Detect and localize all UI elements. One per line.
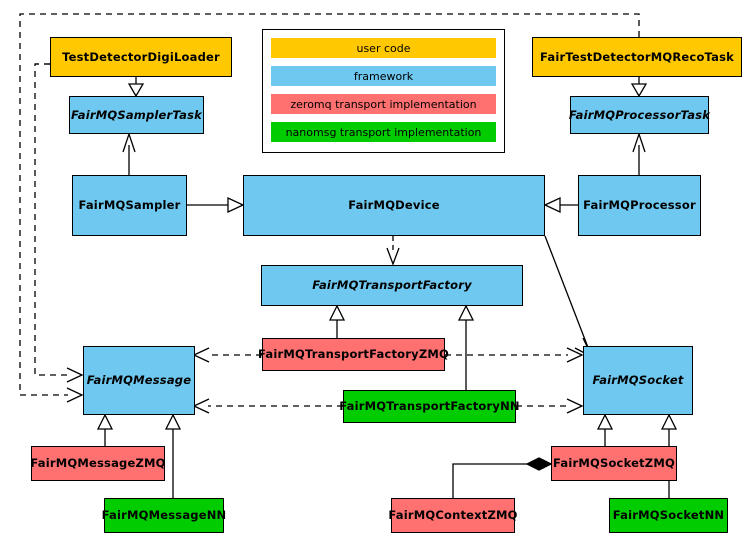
node-label: FairMQTransportFactory (312, 278, 472, 293)
edge-tfzmq-to-socket (445, 347, 584, 363)
edge-processor-to-device (543, 196, 578, 214)
node-label: FairMQProcessorTask (568, 107, 711, 122)
node-label: FairMQSampler (78, 198, 181, 213)
edge-recotask-to-message (19, 13, 640, 403)
edge-digiloader-to-samplertask (127, 77, 145, 98)
legend-label: user code (356, 41, 411, 55)
node-label: FairMQMessage (86, 373, 192, 388)
node-fairmq-socket-nn[interactable]: FairMQSocketNN (609, 498, 728, 533)
node-label: FairMQSamplerTask (71, 107, 202, 122)
node-fairmq-device[interactable]: FairMQDevice (243, 175, 545, 236)
node-label: FairMQMessageNN (101, 508, 227, 523)
node-fairmq-message-nn[interactable]: FairMQMessageNN (101, 498, 227, 533)
legend-item-nanomsg: nanomsg transport implementation (271, 122, 496, 142)
edge-tfzmq-to-transportfactory (328, 304, 346, 338)
node-label: FairMQSocket (592, 373, 684, 388)
node-fairmq-sampler-task[interactable]: FairMQSamplerTask (69, 96, 204, 134)
node-test-detector-digi-loader[interactable]: TestDetectorDigiLoader (50, 37, 232, 77)
edge-socketzmq-to-socket (596, 413, 614, 446)
edge-sampler-to-device (187, 196, 245, 214)
node-fairmq-message[interactable]: FairMQMessage (83, 346, 195, 415)
node-label: FairTestDetectorMQRecoTask (540, 49, 734, 64)
edge-device-to-transportfactory (386, 236, 400, 266)
legend: user code framework zeromq transport imp… (262, 29, 505, 153)
node-label: FairMQTransportFactoryZMQ (258, 347, 450, 362)
node-label: TestDetectorDigiLoader (62, 49, 220, 64)
edge-device-to-socket (544, 235, 594, 359)
node-label: FairMQProcessor (583, 198, 696, 213)
node-fairmq-sampler[interactable]: FairMQSampler (72, 175, 187, 236)
legend-item-zeromq: zeromq transport implementation (271, 94, 496, 114)
node-label: FairMQContextZMQ (388, 508, 518, 523)
edge-recotask-to-processortask (630, 77, 648, 98)
edge-tfnn-to-transportfactory (457, 304, 475, 390)
node-label: FairMQMessageZMQ (30, 456, 166, 471)
node-fairmq-socket[interactable]: FairMQSocket (583, 346, 693, 415)
node-label: FairMQDevice (348, 198, 440, 213)
node-label: FairMQSocketNN (612, 508, 725, 523)
node-fairmq-transport-factory-nn[interactable]: FairMQTransportFactoryNN (339, 390, 520, 423)
legend-label: framework (353, 69, 414, 83)
node-fairmq-message-zmq[interactable]: FairMQMessageZMQ (30, 446, 166, 481)
edge-messagenn-to-message (164, 413, 182, 498)
node-fairmq-processor-task[interactable]: FairMQProcessorTask (568, 96, 711, 134)
edge-messagezmq-to-message (96, 413, 114, 446)
legend-item-user-code: user code (271, 38, 496, 58)
node-fairmq-socket-zmq[interactable]: FairMQSocketZMQ (551, 446, 677, 481)
node-fairtestdetector-mq-reco-task[interactable]: FairTestDetectorMQRecoTask (532, 37, 742, 77)
node-label: FairMQSocketZMQ (553, 456, 675, 471)
node-fairmq-processor[interactable]: FairMQProcessor (578, 175, 701, 236)
edge-digiloader-to-message (34, 63, 84, 383)
legend-item-framework: framework (271, 66, 496, 86)
node-label: FairMQTransportFactoryNN (339, 399, 520, 414)
node-fairmq-transport-factory-zmq[interactable]: FairMQTransportFactoryZMQ (258, 338, 449, 371)
node-fairmq-transport-factory[interactable]: FairMQTransportFactory (261, 265, 523, 306)
edge-contextzmq-to-socketzmq (452, 457, 553, 498)
node-fairmq-context-zmq[interactable]: FairMQContextZMQ (388, 498, 518, 533)
edge-tfzmq-to-message (192, 347, 262, 363)
legend-label: nanomsg transport implementation (285, 125, 482, 139)
edge-processor-to-processortask (632, 131, 646, 175)
legend-label: zeromq transport implementation (290, 97, 477, 111)
edge-tfnn-to-message (192, 398, 343, 414)
edge-tfnn-to-socket (516, 398, 584, 414)
edge-sampler-to-samplertask (122, 131, 136, 175)
